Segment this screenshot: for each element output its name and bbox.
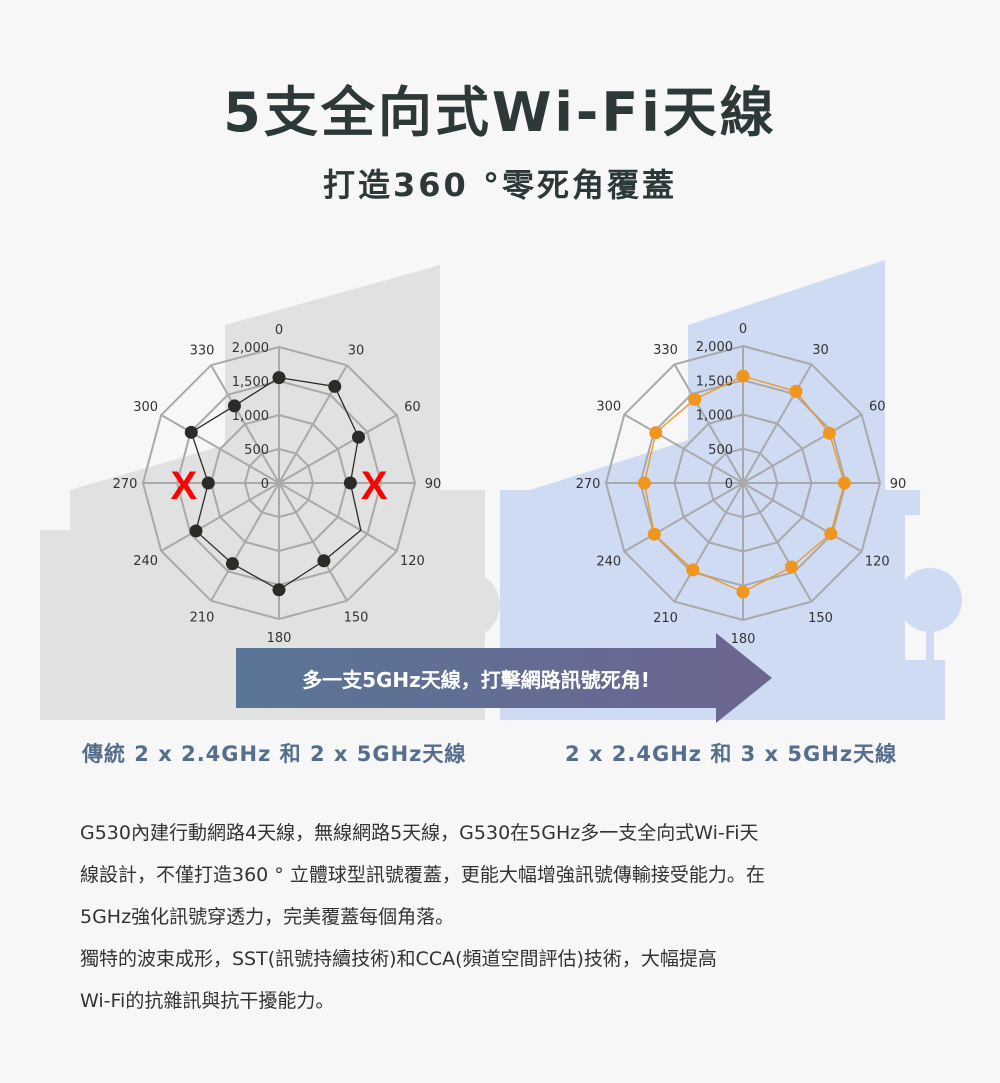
description: G530內建行動網路4天線，無線網路5天線，G530在5GHz多一支全向式Wi-… <box>80 812 920 1022</box>
radar-data-point <box>736 369 750 383</box>
left-tree <box>434 572 500 638</box>
radial-tick-label: 1,000 <box>232 409 269 424</box>
radial-tick-label: 0 <box>261 477 269 492</box>
radar-spoke <box>278 482 348 602</box>
radar-data-point <box>789 384 803 398</box>
angle-tick-label: 90 <box>425 477 442 492</box>
radar-spoke <box>160 414 280 484</box>
angle-tick-label: 300 <box>596 400 621 415</box>
radial-tick-label: 500 <box>244 443 269 458</box>
angle-tick-label: 120 <box>400 554 425 569</box>
angle-tick-label: 270 <box>113 477 138 492</box>
radial-tick-label: 500 <box>708 443 733 458</box>
radar-spoke <box>623 413 744 484</box>
radar-spoke <box>742 413 863 484</box>
radar-spoke <box>673 482 744 603</box>
radial-tick-label: 1,000 <box>696 409 733 424</box>
description-line: 線設計，不僅打造360 ° 立體球型訊號覆蓋，更能大幅增強訊號傳輸接受能力。在 <box>80 864 765 886</box>
angle-tick-label: 60 <box>869 400 886 415</box>
radar-spoke <box>742 482 813 603</box>
radar-spoke <box>742 363 813 484</box>
description-line: 5GHz強化訊號穿透力，完美覆蓋每個角落。 <box>80 906 455 928</box>
angle-tick-label: 0 <box>739 322 747 337</box>
radar-spoke <box>742 482 863 553</box>
radar-data-point <box>227 399 241 413</box>
angle-tick-label: 0 <box>275 323 283 338</box>
radar-data-point <box>837 476 851 490</box>
page-subtitle: 打造360 °零死角覆蓋 <box>323 166 677 204</box>
radar-data-point <box>201 476 215 490</box>
angle-tick-label: 150 <box>808 611 833 626</box>
dead-zone-x-mark: X <box>361 464 388 508</box>
radar-data-point <box>649 426 663 440</box>
description-line: G530內建行動網路4天線，無線網路5天線，G530在5GHz多一支全向式Wi-… <box>80 822 759 844</box>
angle-tick-label: 30 <box>348 344 365 359</box>
right-tree <box>898 568 962 680</box>
radial-tick-label: 1,500 <box>696 374 733 389</box>
radar-data-point <box>184 425 198 439</box>
radial-tick-label: 2,000 <box>696 340 733 355</box>
radar-data-point <box>686 563 700 577</box>
radial-tick-label: 0 <box>725 477 733 492</box>
angle-tick-label: 180 <box>267 631 292 646</box>
angle-tick-label: 330 <box>653 343 678 358</box>
radar-spoke <box>673 363 744 484</box>
radial-tick-label: 2,000 <box>232 341 269 356</box>
radar-data-point <box>189 524 203 538</box>
angle-tick-label: 270 <box>576 477 601 492</box>
radar-data-point <box>352 430 366 444</box>
radar-data-point <box>736 585 750 599</box>
radial-tick-label: 1,500 <box>232 375 269 390</box>
angle-tick-label: 30 <box>812 343 829 358</box>
radar-chart-left: 0 500 1,000 1,500 2,000 0 30 60 90 120 150 180 210 24… <box>113 323 442 646</box>
caption-right: 2 x 2.4GHz 和 3 x 5GHz天線 <box>565 742 898 766</box>
dead-zone-x-mark: X <box>170 464 197 508</box>
radar-spoke <box>278 482 398 552</box>
radar-spoke <box>210 364 280 484</box>
radar-chart-right: 0 500 1,000 1,500 2,000 0 30 60 90 120 150 180 210 24… <box>576 322 907 647</box>
angle-tick-label: 60 <box>404 400 421 415</box>
radar-data-point <box>637 476 651 490</box>
radar-data-point <box>688 392 702 406</box>
angle-tick-label: 300 <box>133 400 158 415</box>
angle-tick-label: 210 <box>190 610 215 625</box>
radar-data-point <box>272 583 286 597</box>
angle-tick-label: 120 <box>865 555 890 570</box>
angle-tick-label: 150 <box>344 610 369 625</box>
radar-data-point <box>647 527 661 541</box>
radar-spoke <box>623 482 744 553</box>
description-line: Wi-Fi的抗雜訊與抗干擾能力。 <box>80 990 335 1012</box>
angle-tick-label: 180 <box>731 632 756 647</box>
angle-tick-label: 240 <box>133 554 158 569</box>
arrow-banner <box>236 633 772 723</box>
angle-tick-label: 330 <box>190 344 215 359</box>
radar-data-point <box>272 371 286 385</box>
angle-tick-label: 90 <box>890 477 907 492</box>
description-line: 獨特的波束成形，SST(訊號持續技術)和CCA(頻道空間評估)技術，大幅提高 <box>80 948 717 970</box>
radar-spoke <box>210 482 280 602</box>
radar-data-point <box>317 554 331 568</box>
page-title: 5支全向式Wi-Fi天線 <box>223 81 777 144</box>
radar-spoke <box>160 482 280 552</box>
radar-data-point <box>822 426 836 440</box>
caption-left: 傳統 2 x 2.4GHz 和 2 x 5GHz天線 <box>82 742 467 766</box>
radar-data-point <box>343 476 357 490</box>
radar-data-point <box>784 560 798 574</box>
angle-tick-label: 210 <box>653 611 678 626</box>
angle-tick-label: 240 <box>596 555 621 570</box>
arrow-label: 多一支5GHz天線，打擊網路訊號死角! <box>302 668 650 692</box>
radar-spoke <box>278 414 398 484</box>
radar-data-point <box>824 527 838 541</box>
radar-data-point <box>328 379 342 393</box>
radar-data-point <box>225 557 239 571</box>
